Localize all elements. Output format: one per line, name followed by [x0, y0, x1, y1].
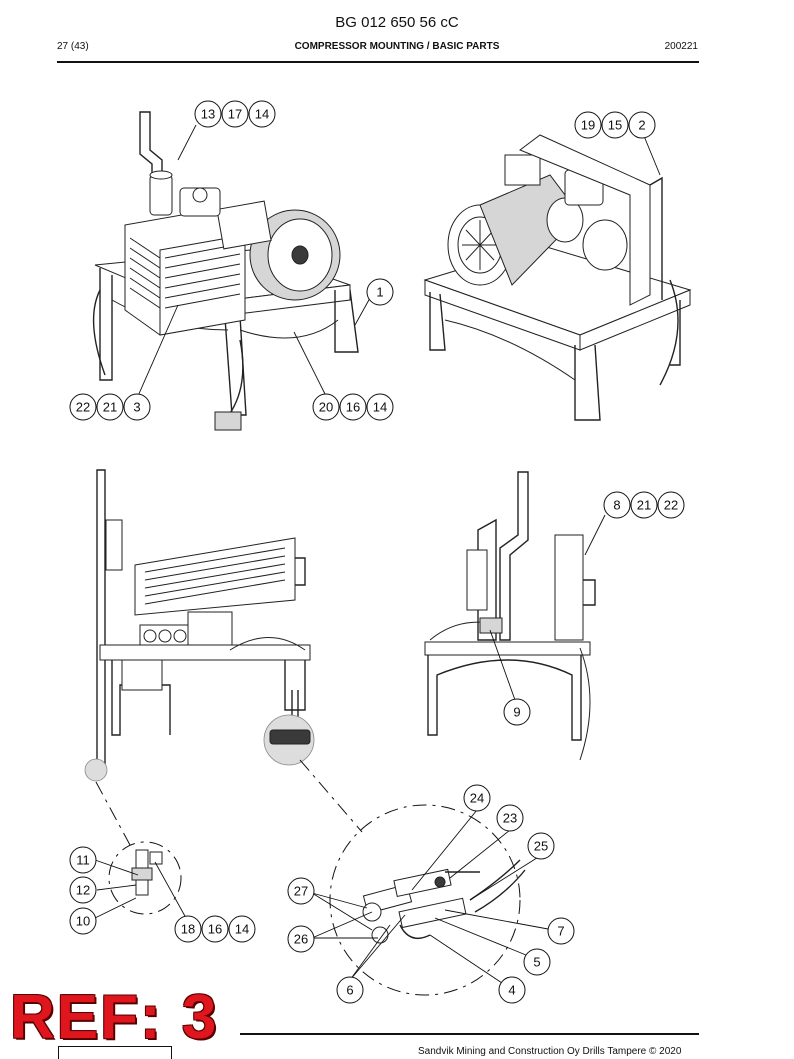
callout-label: 12 — [76, 883, 90, 898]
callout-label: 13 — [201, 107, 215, 122]
callout-group-view1-right: 1 — [366, 278, 394, 306]
callout-label: 17 — [228, 107, 242, 122]
callout-label: 15 — [608, 118, 622, 133]
callout-label: 1 — [376, 285, 383, 300]
callout-group-detail-a-left: 11 12 10 — [69, 846, 97, 935]
callout-group-view3-top: 8 21 22 — [603, 491, 685, 519]
callout-label: 3 — [133, 400, 140, 415]
callout-label: 5 — [533, 955, 540, 970]
detail-a-fitting — [95, 781, 182, 915]
callout-label: 23 — [503, 811, 517, 826]
callout-label: 16 — [346, 400, 360, 415]
callout-label: 7 — [557, 924, 564, 939]
callout-group-detail-b: 24 23 25 27 26 7 5 6 4 — [287, 784, 575, 1004]
detail-b-valve-assembly — [299, 759, 526, 996]
section-title: COMPRESSOR MOUNTING / BASIC PARTS — [294, 41, 500, 52]
callout-label: 11 — [76, 853, 90, 868]
view-side-right — [424, 471, 596, 761]
view-compressor-rear-iso — [423, 134, 692, 421]
callout-label: 14 — [255, 107, 269, 122]
page-number: 27 (43) — [57, 41, 89, 52]
callout-label: 8 — [613, 498, 620, 513]
view-compressor-front-iso — [92, 111, 359, 431]
callout-label: 21 — [637, 498, 651, 513]
callout-label: 14 — [373, 400, 387, 415]
callout-group-view1-top: 13 17 14 — [194, 100, 276, 128]
leader-lines — [94, 124, 661, 984]
view-side-left — [84, 469, 315, 782]
callout-group-detail-a-bottom: 18 16 14 — [174, 915, 256, 943]
callout-group-view1-bottom-left: 22 21 3 — [69, 393, 151, 421]
callout-label: 24 — [470, 791, 484, 806]
footer-copyright: Sandvik Mining and Construction Oy Drill… — [418, 1046, 682, 1057]
callout-label: 9 — [513, 705, 520, 720]
footer-rule — [240, 1033, 699, 1035]
callout-label: 22 — [664, 498, 678, 513]
callout-label: 22 — [76, 400, 90, 415]
callout-label: 19 — [581, 118, 595, 133]
callout-label: 25 — [534, 839, 548, 854]
callout-label: 27 — [294, 884, 308, 899]
revision-date: 200221 — [664, 41, 698, 52]
callout-group-view2-top: 19 15 2 — [574, 111, 656, 139]
callout-label: 10 — [76, 914, 90, 929]
callout-label: 2 — [638, 118, 645, 133]
document-number: BG 012 650 56 cC — [335, 14, 459, 31]
callout-label: 18 — [181, 922, 195, 937]
callout-label: 6 — [346, 983, 353, 998]
callout-label: 16 — [208, 922, 222, 937]
callout-label: 21 — [103, 400, 117, 415]
callout-label: 20 — [319, 400, 333, 415]
callout-label: 14 — [235, 922, 249, 937]
callout-group-view3-bottom: 9 — [503, 698, 531, 726]
callout-group-view1-bottom-right: 20 16 14 — [312, 393, 394, 421]
ref-stamp: REF: 3 — [10, 983, 219, 1052]
callout-label: 4 — [508, 983, 515, 998]
callout-label: 26 — [294, 932, 308, 947]
header-rule — [57, 61, 699, 63]
